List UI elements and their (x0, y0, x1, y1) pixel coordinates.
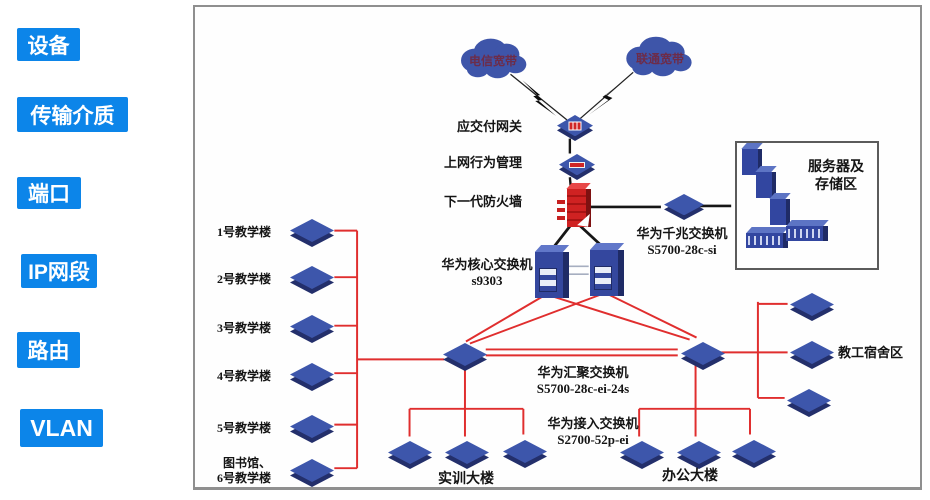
server-area-line1: 服务器及 (808, 160, 864, 175)
delivery-gateway-device[interactable] (557, 115, 593, 141)
building-switch-3[interactable] (290, 315, 334, 343)
aggregation-switch-left[interactable] (443, 343, 487, 371)
library-line1: 图书馆、 (222, 456, 271, 470)
sidebar-button-vlan[interactable]: VLAN (20, 409, 103, 447)
access-switch-label: 华为接入交换机 S2700-52p-ei (535, 416, 651, 449)
office-switch-1[interactable] (620, 441, 664, 469)
core-switch-model: s9303 (471, 273, 503, 289)
firewall-fins-icon (557, 200, 565, 224)
sidebar-button-media[interactable]: 传输介质 (17, 97, 128, 132)
building-label-5: 5号教学楼 (216, 421, 271, 435)
lightning-icon (522, 80, 557, 116)
dorm-switch-2[interactable] (790, 341, 834, 369)
server-tower-icon[interactable] (756, 172, 776, 198)
office-switch-3[interactable] (732, 440, 776, 468)
building-switch-2[interactable] (290, 266, 334, 294)
building-switch-library[interactable] (290, 459, 334, 487)
unicom-cloud-label: 联通宽带 (635, 52, 684, 66)
access-switch-name: 华为接入交换机 (547, 416, 639, 431)
building-switch-5[interactable] (290, 415, 334, 443)
building-label-3: 3号教学楼 (216, 321, 271, 335)
training-switch-2[interactable] (445, 441, 489, 469)
firewall-label: 下一代防火墙 (443, 194, 522, 209)
server-tower-icon[interactable] (770, 199, 790, 225)
building-switch-4[interactable] (290, 363, 334, 391)
gigabit-switch-model: S5700-28c-si (647, 242, 717, 258)
behavior-mgmt-device[interactable] (559, 154, 595, 180)
aggregation-switch-right[interactable] (681, 342, 725, 370)
dorm-area-label: 教工宿舍区 (838, 345, 904, 360)
core-switch-device-1[interactable] (535, 252, 569, 298)
dorm-switch-1[interactable] (790, 293, 834, 321)
telecom-cloud-icon[interactable] (461, 38, 527, 79)
topology-links (334, 36, 788, 470)
sidebar-button-device[interactable]: 设备 (17, 28, 80, 61)
core-switch-device-2[interactable] (590, 250, 624, 296)
behavior-mgmt-label: 上网行为管理 (443, 155, 522, 170)
storage-rack-icon[interactable] (786, 226, 828, 241)
server-area-label: 服务器及 存储区 (802, 159, 870, 194)
training-switch-3[interactable] (503, 440, 547, 468)
core-switch-name: 华为核心交换机 (441, 257, 533, 272)
aggregation-switch-label: 华为汇聚交换机 S5700-28c-ei-24s (523, 365, 643, 398)
telecom-cloud-label: 电信宽带 (468, 54, 517, 68)
server-area-box: 服务器及 存储区 (735, 141, 879, 270)
core-switch-label: 华为核心交换机 s9303 (435, 257, 539, 290)
training-building-label: 实训大楼 (438, 472, 494, 487)
building-label-library: 图书馆、 6号教学楼 (201, 456, 271, 486)
building-label-2: 2号教学楼 (216, 272, 271, 286)
sidebar-button-port[interactable]: 端口 (17, 177, 81, 209)
office-building-label: 办公大楼 (662, 469, 718, 484)
firewall-device[interactable] (557, 189, 591, 227)
gigabit-switch-label: 华为千兆交换机 S5700-28c-si (624, 226, 740, 259)
gateway-mark-icon (568, 121, 582, 131)
sidebar-button-ip-segment[interactable]: IP网段 (21, 254, 97, 288)
dorm-switch-3[interactable] (787, 389, 831, 417)
unicom-cloud-icon[interactable] (626, 36, 692, 77)
office-switch-2[interactable] (677, 441, 721, 469)
server-area-line2: 存储区 (815, 177, 857, 193)
training-switch-1[interactable] (388, 441, 432, 469)
building-switch-1[interactable] (290, 219, 334, 247)
behavior-mark-icon (569, 161, 585, 168)
access-switch-model: S2700-52p-ei (557, 432, 629, 448)
aggregation-switch-name: 华为汇聚交换机 (537, 365, 629, 380)
aggregation-switch-model: S5700-28c-ei-24s (536, 381, 630, 397)
storage-rack-icon[interactable] (746, 233, 788, 248)
topology-canvas: 电信宽带 联通宽带 应交付网关 上网行为管理 下一代防火墙 华为千兆交换机 S5… (193, 5, 922, 490)
lightning-icon (588, 82, 623, 115)
gateway-label: 应交付网关 (456, 119, 522, 134)
library-line2: 6号教学楼 (216, 471, 271, 485)
building-label-1: 1号教学楼 (216, 225, 271, 239)
gigabit-switch-device[interactable] (664, 194, 704, 220)
building-label-4: 4号教学楼 (216, 369, 271, 383)
sidebar-button-route[interactable]: 路由 (17, 332, 80, 368)
gigabit-switch-name: 华为千兆交换机 (636, 226, 728, 241)
